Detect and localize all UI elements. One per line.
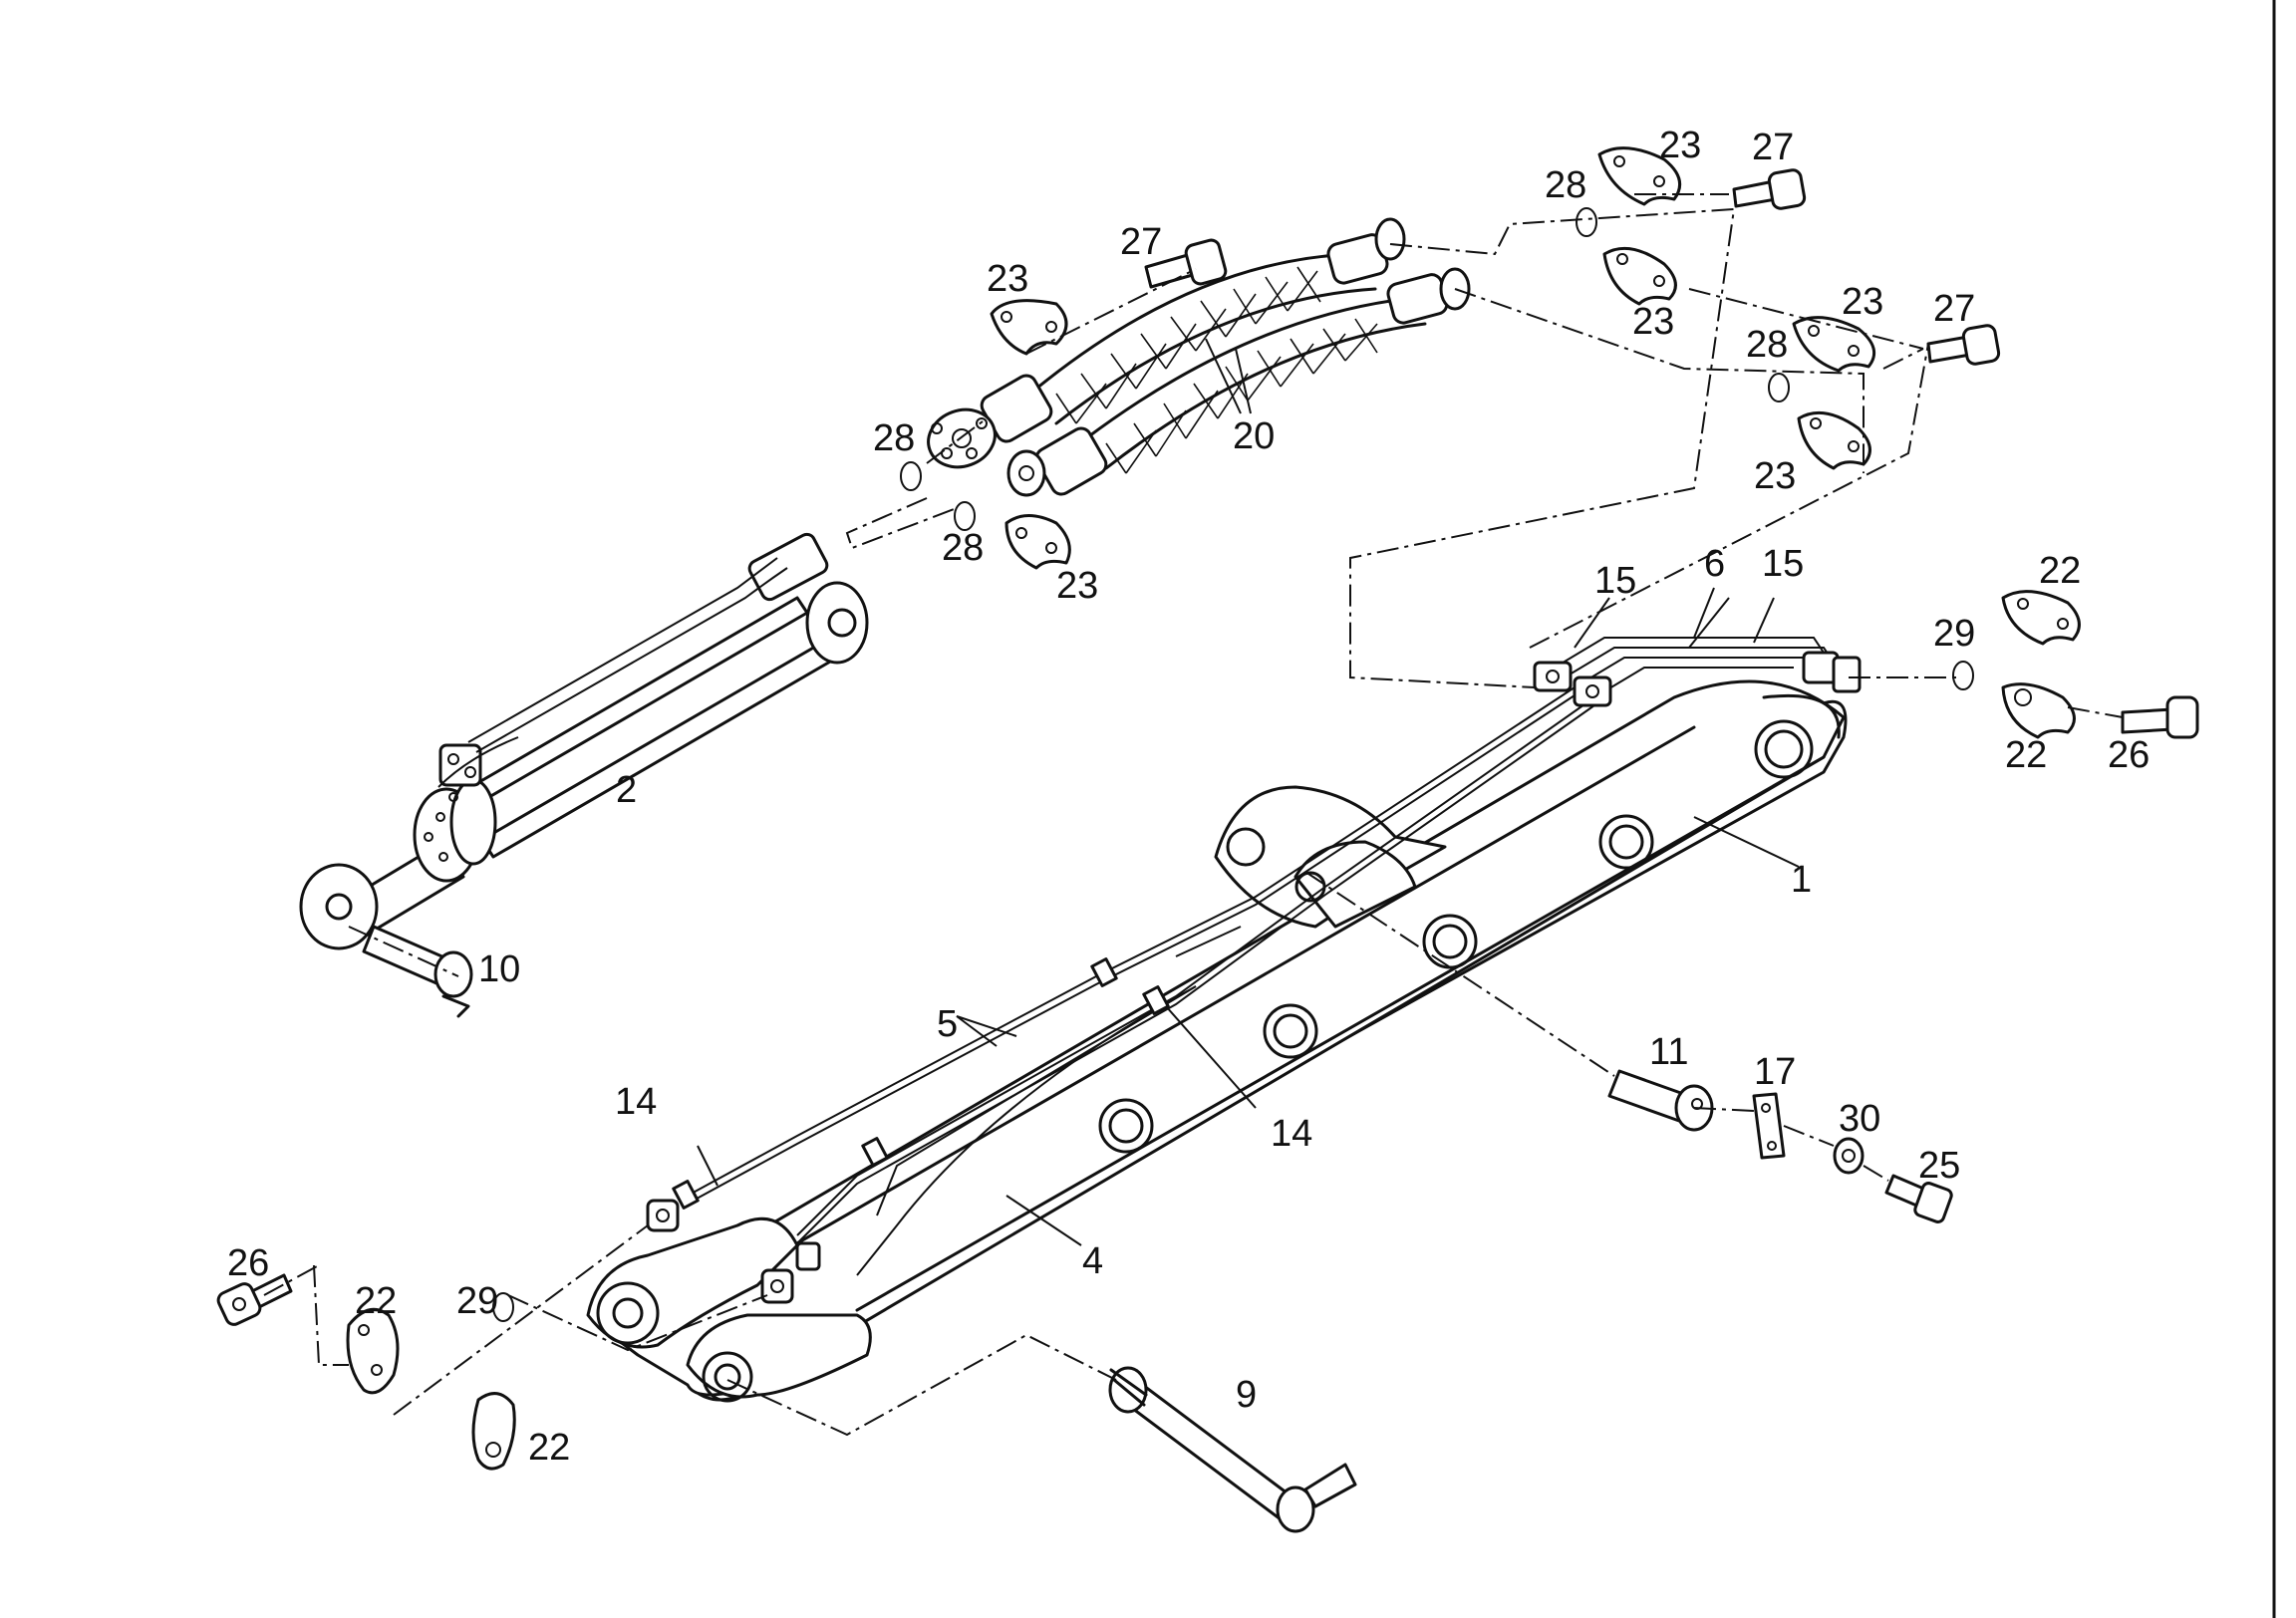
callout-9: 9 [1236, 1374, 1257, 1416]
callout-30: 30 [1839, 1098, 1880, 1140]
callout-29-right: 29 [1933, 613, 1975, 655]
o-rings [492, 207, 1974, 1322]
callout-28-top-right: 28 [1545, 164, 1586, 206]
boom-part-1 [586, 679, 1848, 1403]
assembly-center-lines [263, 193, 2124, 1437]
callout-28-left: 28 [873, 417, 915, 459]
callout-10: 10 [478, 948, 520, 990]
callout-23-bottom: 23 [1056, 565, 1098, 607]
callout-15-left: 15 [1594, 560, 1636, 602]
callout-1: 1 [1791, 859, 1812, 901]
callout-23-cylinder: 23 [987, 258, 1028, 300]
callout-2: 2 [616, 769, 637, 811]
callout-22-right-top: 22 [2039, 550, 2081, 592]
callout-26-left: 26 [227, 1242, 269, 1284]
callout-28-left-lower: 28 [942, 527, 984, 569]
leader-lines [697, 338, 1800, 1246]
callout-6: 6 [1704, 543, 1725, 585]
callout-15-right: 15 [1762, 543, 1804, 585]
callout-5: 5 [937, 1003, 958, 1045]
callout-27-top-right: 27 [1752, 127, 1794, 168]
callout-labels: 1 2 4 5 6 9 10 11 14 14 15 15 17 20 22 2… [227, 125, 2150, 1469]
callout-23-top-right-lower: 23 [1632, 301, 1674, 343]
callout-20: 20 [1233, 415, 1275, 457]
hoses-part-20 [927, 217, 1471, 497]
callout-22-left-bottom: 22 [528, 1427, 570, 1469]
callout-25: 25 [1918, 1145, 1960, 1187]
pins-and-hardware [362, 925, 1865, 1533]
clamp-halves [346, 146, 2081, 1471]
callout-4: 4 [1082, 1240, 1103, 1282]
callout-14-mid: 14 [1271, 1113, 1312, 1155]
callout-22-right-bottom: 22 [2005, 734, 2047, 776]
callout-17: 17 [1754, 1051, 1796, 1093]
callout-27-mid-right: 27 [1933, 288, 1975, 330]
callout-23-mid-right: 23 [1842, 281, 1883, 323]
callout-27-cylinder: 27 [1120, 221, 1162, 263]
hydraulic-pipes-4-5 [646, 686, 1595, 1304]
callout-11: 11 [1649, 1031, 1688, 1073]
callout-28-mid-right: 28 [1746, 324, 1788, 366]
callout-23-mid-right-lower: 23 [1754, 455, 1796, 497]
cylinder-part-2 [299, 532, 869, 950]
callout-26-right: 26 [2108, 734, 2150, 776]
callout-29-left: 29 [456, 1280, 498, 1322]
callout-22-left-top: 22 [355, 1280, 397, 1322]
callout-23-top-right: 23 [1659, 125, 1701, 166]
pipe-cluster-6-15 [1533, 637, 1862, 707]
callout-14-left: 14 [615, 1081, 657, 1123]
bolts [216, 168, 2199, 1326]
